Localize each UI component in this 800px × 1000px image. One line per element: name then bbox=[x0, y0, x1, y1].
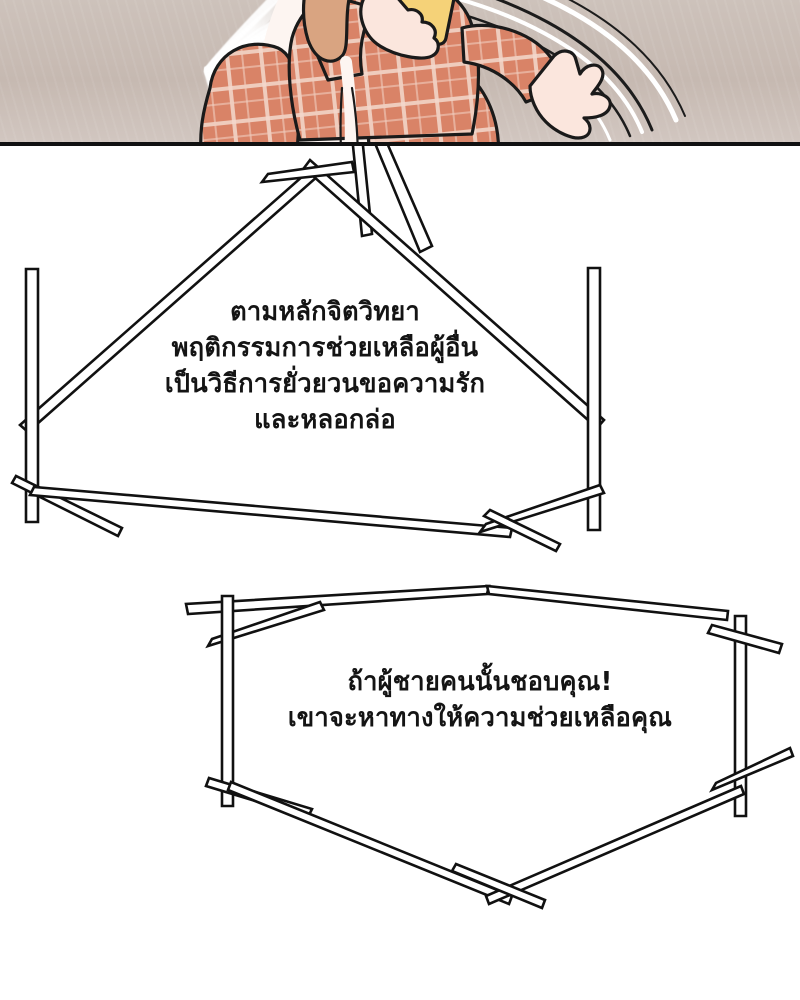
stick-bubble-frames bbox=[0, 146, 800, 1000]
bubble-area: ตามหลักจิตวิทยา พฤติกรรมการช่วยเหลือผู้อ… bbox=[0, 146, 800, 1000]
bubble-lower-line-1: ถ้าผู้ชายคนนั้นชอบคุณ! bbox=[245, 664, 715, 700]
bubble2-edge-bottomright bbox=[486, 786, 744, 904]
character-girl bbox=[150, 0, 620, 146]
bubble-lower-text: ถ้าผู้ชายคนนั้นชอบคุณ! เขาจะหาทางให้ความ… bbox=[245, 664, 715, 736]
bubble2-edge-left bbox=[222, 596, 233, 806]
bubble1-edge-bottomright bbox=[480, 485, 604, 532]
bubble2-edge-topright bbox=[487, 586, 728, 620]
bubble-upper-line-2: พฤติกรรมการช่วยเหลือผู้อื่น bbox=[105, 330, 545, 366]
bubble-upper-line-1: ตามหลักจิตวิทยา bbox=[105, 294, 545, 330]
bubble-upper-text: ตามหลักจิตวิทยา พฤติกรรมการช่วยเหลือผู้อ… bbox=[105, 294, 545, 438]
bubble-upper-line-4: และหลอกล่อ bbox=[105, 402, 545, 438]
bubble-upper-line-3: เป็นวิธีการยั่วยวนขอความรัก bbox=[105, 366, 545, 402]
bubble-lower-line-2: เขาจะหาทางให้ความช่วยเหลือคุณ bbox=[245, 700, 715, 736]
bubble2-vertex-bottomright-crossbar bbox=[712, 748, 793, 790]
bubble2-edge-bottomleft bbox=[228, 782, 512, 904]
comic-panel-top bbox=[0, 0, 800, 146]
